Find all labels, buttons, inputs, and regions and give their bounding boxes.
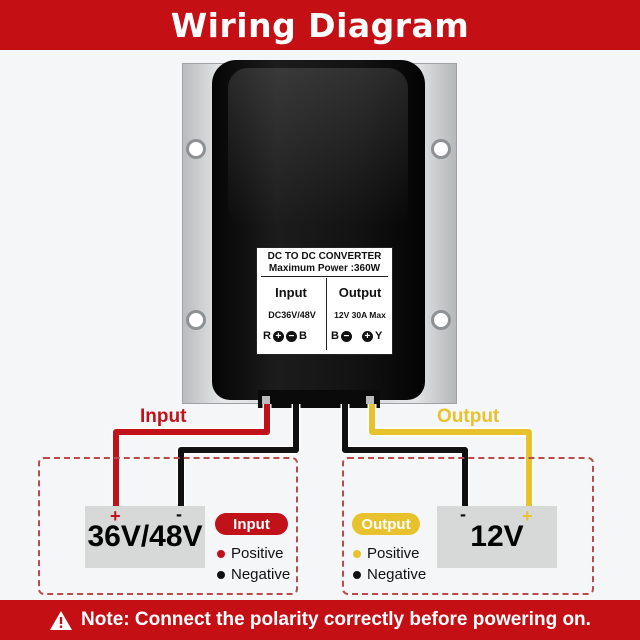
input-panel: [38, 457, 298, 595]
mounting-hole: [431, 139, 451, 159]
label-input-terminals: R + − B: [263, 330, 307, 342]
input-legend-negative: Negative: [217, 566, 290, 583]
header-banner: Wiring Diagram: [0, 0, 640, 50]
label-divider: [261, 276, 388, 277]
output-minus-sign: -: [460, 504, 466, 524]
label-output-spec: 12V 30A Max: [334, 310, 386, 320]
terminal-b-label: B: [298, 330, 307, 342]
mounting-hole: [431, 310, 451, 330]
output-negative-wire: [342, 404, 468, 512]
output-legend-positive: Positive: [353, 545, 420, 562]
page-title: Wiring Diagram: [170, 5, 470, 45]
input-wire-label: Input: [140, 406, 187, 427]
label-input-spec: DC36V/48V: [268, 310, 316, 320]
output-positive-wire: [369, 404, 532, 512]
output-wire-label: Output: [437, 406, 500, 427]
label-divider: [326, 278, 327, 350]
input-negative-wire: [178, 404, 299, 512]
mounting-hole: [186, 139, 206, 159]
yellow-dot-icon: [353, 549, 361, 558]
terminal-r-label: R: [263, 330, 271, 342]
footer-banner: Note: Connect the polarity correctly bef…: [0, 600, 640, 640]
input-voltage-box: 36V/48V: [85, 506, 205, 568]
legend-negative-label: Negative: [367, 566, 427, 583]
label-max-power: Maximum Power :360W: [268, 263, 381, 274]
black-dot-icon: [217, 570, 225, 579]
minus-icon: −: [285, 330, 297, 342]
terminal-screw: [262, 396, 270, 404]
terminal-y-label: Y: [374, 330, 383, 342]
output-panel: [342, 457, 594, 595]
polarity-note: Note: Connect the polarity correctly bef…: [81, 609, 591, 630]
output-legend-negative: Negative: [353, 566, 426, 583]
label-output-title: Output: [338, 285, 382, 300]
input-pill-badge: Input: [215, 513, 288, 535]
converter-label: DC TO DC CONVERTER Maximum Power :360W I…: [256, 247, 393, 355]
plus-icon: +: [361, 330, 373, 342]
label-title: DC TO DC CONVERTER: [267, 251, 382, 262]
input-voltage: 36V/48V: [87, 520, 203, 553]
input-positive-wire: [113, 404, 270, 512]
output-plus-sign: +: [522, 506, 533, 526]
warning-triangle-icon: [50, 610, 73, 630]
output-voltage: 12V: [470, 520, 524, 553]
housing-highlight: [228, 68, 408, 228]
input-plus-sign: +: [110, 506, 121, 526]
terminal-screw: [366, 396, 374, 404]
input-legend-positive: Positive: [217, 545, 284, 562]
terminal-block: [258, 390, 380, 408]
black-dot-icon: [353, 570, 361, 579]
label-input-title: Input: [275, 285, 307, 300]
legend-negative-label: Negative: [231, 566, 291, 583]
plus-icon: +: [272, 330, 284, 342]
input-pill-label: Input: [233, 515, 270, 533]
output-voltage-box: 12V: [437, 506, 557, 568]
input-minus-sign: -: [176, 504, 182, 524]
terminal-b-label: B: [331, 330, 339, 342]
mounting-hole: [186, 310, 206, 330]
red-dot-icon: [217, 549, 225, 558]
output-pill-label: Output: [361, 515, 411, 533]
legend-positive-label: Positive: [231, 545, 284, 562]
minus-icon: −: [340, 330, 352, 342]
label-output-terminals: B − + Y: [331, 330, 382, 342]
output-pill-badge: Output: [352, 513, 420, 535]
legend-positive-label: Positive: [367, 545, 420, 562]
